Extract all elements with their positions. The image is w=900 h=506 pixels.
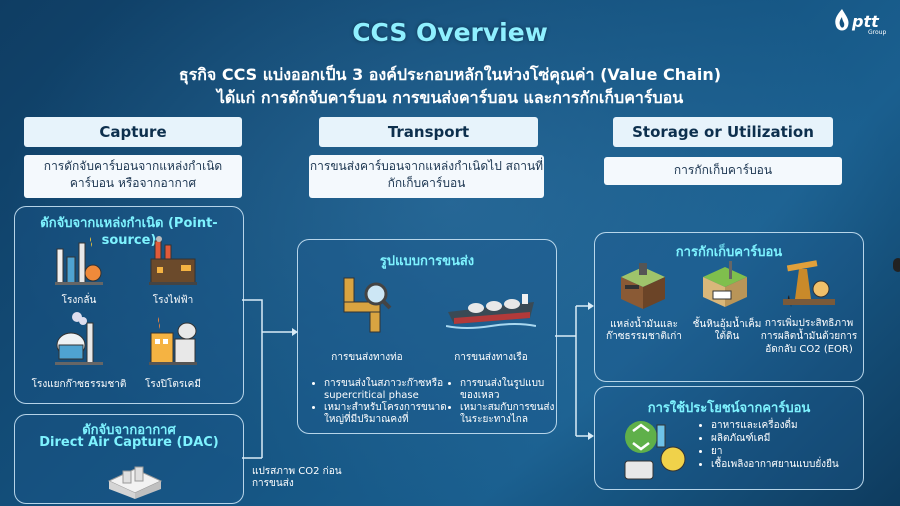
subtitle-line2: ได้แก่ การดักจับคาร์บอน การขนส่งคาร์บอน …: [216, 88, 684, 107]
ptt-logo: ptt Group: [832, 8, 886, 38]
util-bullet-3: ยา: [711, 445, 871, 458]
pipe-bullet-1: การขนส่งในสภาวะก๊าซหรือ supercritical ph…: [324, 378, 452, 402]
label-gas-separation: โรงแยกก๊าซธรรมชาติ: [31, 379, 127, 390]
eor-pumpjack-icon: [783, 260, 835, 307]
pipe-bullet-2: เหมาะสำหรับโครงการขนาดใหญ่ที่มีปริมาณคงท…: [324, 402, 452, 426]
pipe-bullets: การขนส่งในสภาวะก๊าซหรือ supercritical ph…: [312, 378, 452, 426]
side-handle[interactable]: [893, 258, 900, 272]
capture-desc: การดักจับคาร์บอนจากแหล่งกำเนิด คาร์บอน ห…: [24, 155, 242, 198]
capture-header: Capture: [24, 117, 242, 147]
refinery-icon: [55, 237, 103, 285]
label-ship: การขนส่งทางเรือ: [454, 352, 528, 363]
label-pipeline: การขนส่งทางท่อ: [331, 352, 403, 363]
petrochemical-icon: [149, 317, 197, 365]
point-source-panel: ดักจับจากแหล่งกำเนิด (Point-source) โรงก…: [14, 206, 244, 404]
subtitle-line1: ธุรกิจ CCS แบ่งออกเป็น 3 องค์ประกอบหลักใ…: [178, 65, 722, 84]
logo-sub: Group: [868, 29, 887, 36]
util-bullets: อาหารและเครื่องดื่ม ผลิตภัณฑ์เคมี ยา เชื…: [699, 419, 871, 471]
dac-facility-icon: [107, 466, 163, 499]
util-bullet-4: เชื้อเพลิงอากาศยานแบบยั่งยืน: [711, 458, 871, 471]
logo-text: ptt: [852, 12, 879, 31]
old-oil-field-icon: [621, 263, 665, 309]
transport-desc: การขนส่งคาร์บอนจากแหล่งกำเนิดไป สถานที่ก…: [309, 155, 544, 198]
ship-bullet-1: การขนส่งในรูปแบบของเหลว: [460, 378, 560, 402]
storage-desc: การกักเก็บคาร์บอน: [604, 157, 842, 185]
dac-panel: ดักจับจากอากาศ Direct Air Capture (DAC): [14, 414, 244, 504]
storage-panel-title: การกักเก็บคาร์บอน: [675, 245, 783, 260]
utilization-products-icon: [624, 421, 686, 480]
gas-separation-icon: [55, 312, 103, 365]
util-bullet-2: ผลิตภัณฑ์เคมี: [711, 432, 871, 445]
power-plant-icon: [149, 236, 197, 285]
convert-note: แปรสภาพ CO2 ก่อนการขนส่ง: [252, 466, 342, 489]
ship-icon: [446, 294, 536, 329]
label-petrochemical: โรงปิโตรเคมี: [145, 379, 201, 390]
label-power-plant: โรงไฟฟ้า: [152, 295, 194, 306]
util-bullet-1: อาหารและเครื่องดื่ม: [711, 419, 871, 432]
label-old-oil-field: แหล่งน้ำมันและก๊าซธรรมชาติเก่า: [606, 319, 682, 342]
transport-panel: รูปแบบการขนส่ง การขนส่งทางท่อ การขนส่งทา…: [297, 239, 557, 434]
transport-header: Transport: [319, 117, 538, 147]
pipeline-icon: [343, 277, 392, 333]
label-refinery: โรงกลั่น: [61, 295, 97, 306]
label-saline-aquifer: ชั้นหินอุ้มน้ำเค็มใต้ดิน: [692, 319, 762, 342]
utilization-panel-title: การใช้ประโยชน์จากคาร์บอน: [647, 401, 811, 416]
storage-header: Storage or Utilization: [613, 117, 833, 147]
ship-bullet-2: เหมาะสมกับการขนส่งในระยะทางไกล: [460, 402, 560, 426]
label-eor: การเพิ่มประสิทธิภาพการผลิตน้ำมันด้วยการอ…: [760, 318, 858, 355]
dac-title-line2: Direct Air Capture (DAC): [39, 435, 219, 450]
dac-title-line1: ดักจับจากอากาศ: [82, 423, 176, 438]
storage-panel: การกักเก็บคาร์บอน แหล่งน้ำมันและก๊าซธรรม…: [594, 232, 864, 382]
page-title: CCS Overview: [352, 18, 548, 47]
point-source-title: ดักจับจากแหล่งกำเนิด (Point-source): [40, 216, 218, 248]
saline-aquifer-icon: [703, 261, 747, 307]
utilization-panel: การใช้ประโยชน์จากคาร์บอน อาหารและเครื่อง…: [594, 386, 864, 490]
flame-icon: [835, 9, 849, 31]
ship-bullets: การขนส่งในรูปแบบของเหลว เหมาะสมกับการขนส…: [448, 378, 560, 426]
transport-panel-title: รูปแบบการขนส่ง: [379, 254, 475, 269]
